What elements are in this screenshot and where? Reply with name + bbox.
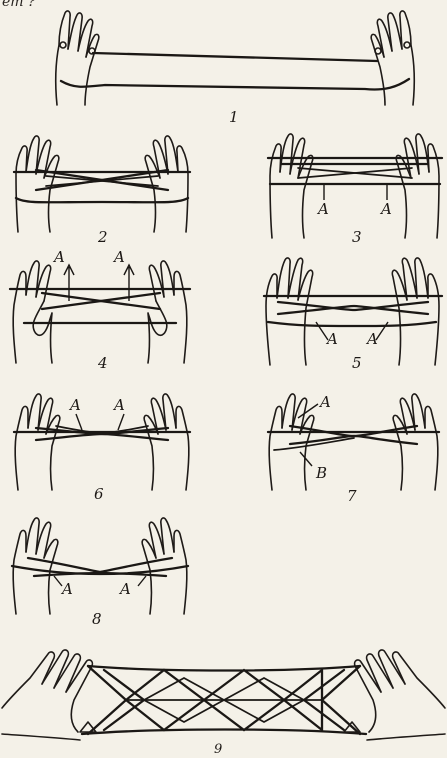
figure-7-label-a: A <box>320 395 331 410</box>
figure-9-number: 9 <box>214 743 222 756</box>
right-hand <box>396 134 439 238</box>
figure-1-number: 1 <box>229 110 239 125</box>
left-hand <box>13 518 58 614</box>
right-hand <box>142 518 187 614</box>
figure-4-label-a-left: A <box>54 250 65 265</box>
pointer-line-a <box>298 404 318 418</box>
left-hand <box>270 134 313 238</box>
figure-8-illustration <box>4 510 196 622</box>
right-hand <box>145 136 188 232</box>
pointer-line-b <box>300 452 312 466</box>
figure-2-illustration <box>6 128 198 238</box>
figure-3-label-a-left: A <box>318 202 329 217</box>
figure-2-number: 2 <box>98 230 108 245</box>
left-hand <box>56 11 99 105</box>
figure-6-label-a-left: A <box>70 398 81 413</box>
right-hand <box>148 261 187 363</box>
pointer-line-a1 <box>76 414 82 430</box>
figure-8-number: 8 <box>92 612 102 627</box>
figure-6-illustration <box>6 386 198 498</box>
figure-5-number: 5 <box>352 356 362 371</box>
figure-1-illustration <box>45 5 425 115</box>
right-hand <box>371 11 414 105</box>
figure-8-label-a-right: A <box>120 582 131 597</box>
figure-4-number: 4 <box>98 356 108 371</box>
left-hand <box>2 650 92 740</box>
figure-7-label-b: B <box>316 466 327 481</box>
figure-6-label-a-right: A <box>114 398 125 413</box>
left-hand <box>15 394 60 490</box>
pointer-line-a2 <box>118 414 124 430</box>
figure-3-label-a-right: A <box>381 202 392 217</box>
pointer-line-a1 <box>54 576 62 586</box>
loop-top-string <box>93 53 377 61</box>
right-hand <box>144 394 189 490</box>
figure-8-label-a-left: A <box>62 582 73 597</box>
figure-5-label-a-left: A <box>327 332 338 347</box>
left-hand <box>13 261 52 363</box>
net-pattern <box>82 666 366 734</box>
figure-5-label-a-right: A <box>367 332 378 347</box>
pointer-line-a2 <box>138 576 146 586</box>
figure-4-label-a-right: A <box>114 250 125 265</box>
header-text: em ? <box>2 0 36 10</box>
figure-3-number: 3 <box>352 230 362 245</box>
figure-7-illustration <box>260 386 447 498</box>
right-hand <box>355 650 445 740</box>
figure-7-number: 7 <box>347 489 357 504</box>
figure-9-illustration <box>0 638 447 758</box>
loop-bottom-string <box>61 79 409 90</box>
figure-6-number: 6 <box>94 487 104 502</box>
left-hand <box>16 136 59 232</box>
